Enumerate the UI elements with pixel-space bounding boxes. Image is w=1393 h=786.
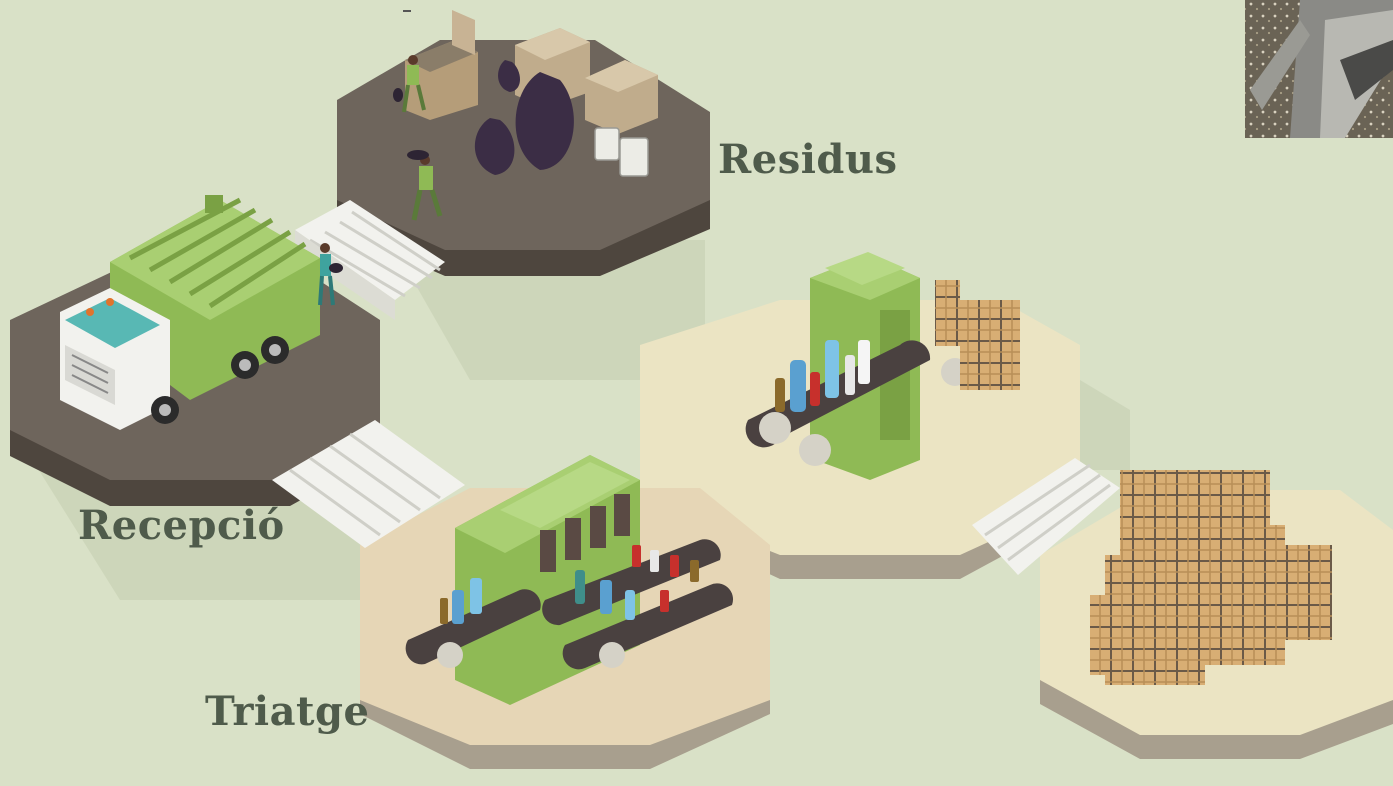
sorting-machine-icon <box>405 455 734 705</box>
waste-bin-icon <box>594 127 649 177</box>
window-panels <box>540 494 630 572</box>
photo-thumbnail <box>1245 0 1393 138</box>
worker-icon <box>318 243 343 306</box>
bale-icon <box>935 280 1020 390</box>
worker-icon <box>393 55 426 113</box>
bottle-icon <box>440 545 699 624</box>
bale-icon <box>1090 470 1332 685</box>
garbage-truck-icon <box>60 195 320 430</box>
stairs-recepcio-triatge <box>272 420 465 548</box>
stage-label-residus: Residus <box>718 136 898 183</box>
waste-container-icon <box>585 60 658 134</box>
stairs-sorting-bales <box>972 458 1120 575</box>
small-mark <box>403 10 411 12</box>
stairs-recepcio-residus <box>295 200 445 320</box>
bottle-icon <box>775 340 870 412</box>
stage-label-triatge: Triatge <box>205 688 370 735</box>
sorting-machine-icon <box>745 252 969 480</box>
worker-icon <box>407 150 443 221</box>
residus-items <box>393 10 658 221</box>
stage-label-recepcio: Recepció <box>78 502 285 549</box>
stairs-icon <box>272 200 1120 575</box>
waste-bag-icon <box>474 60 574 175</box>
